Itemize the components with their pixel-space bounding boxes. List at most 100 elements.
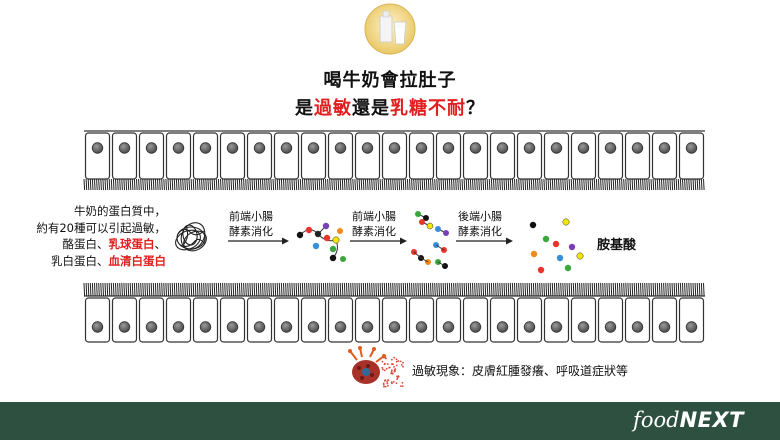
bottom-cell <box>489 297 516 343</box>
step-1-line-1: 前端小腸 <box>229 210 273 223</box>
bottom-nucleus <box>91 321 104 333</box>
bottom-nucleus <box>415 321 428 333</box>
top-nucleus <box>280 142 293 154</box>
top-nucleus <box>334 142 347 154</box>
granule-dot <box>381 360 384 363</box>
granule-dot <box>390 371 393 373</box>
granule-dot <box>397 375 400 378</box>
bottom-microvilli <box>83 282 705 297</box>
bottom-cell <box>516 297 543 343</box>
top-cell <box>273 132 300 180</box>
step-2-label: 前端小腸 酵素消化 <box>352 209 396 239</box>
granule-dot <box>391 372 394 375</box>
top-cell <box>192 132 219 180</box>
top-cell <box>354 132 381 180</box>
top-nucleus <box>145 142 158 154</box>
bottom-nucleus <box>604 321 617 333</box>
top-cell <box>138 132 165 180</box>
bottom-nucleus <box>199 321 212 333</box>
bottom-nucleus <box>361 321 374 333</box>
bottom-cell <box>219 297 246 343</box>
epithelium-bottom <box>83 282 705 343</box>
allergy-symptoms: 過敏現象：皮膚紅腫發癢、呼吸道症狀等 <box>412 364 629 378</box>
top-nucleus <box>631 142 644 154</box>
peptide-chain-long <box>296 222 346 262</box>
top-cell <box>489 132 516 180</box>
bottom-nucleus <box>442 321 455 333</box>
logo-part-food: food <box>633 408 680 432</box>
bottom-cell <box>354 297 381 343</box>
top-cell <box>327 132 354 180</box>
granule-dot <box>383 369 386 372</box>
top-cell <box>516 132 543 180</box>
bottom-nucleus <box>496 321 509 333</box>
amino-acids-free <box>529 218 584 274</box>
granule-dot <box>386 382 389 385</box>
top-cell <box>624 132 651 180</box>
top-nucleus <box>469 142 482 154</box>
top-cell <box>570 132 597 180</box>
bottom-nucleus <box>631 321 644 333</box>
granule-dot <box>399 360 402 363</box>
top-nucleus <box>172 142 185 154</box>
protein-tangle-icon <box>175 222 207 252</box>
bottom-cell <box>543 297 570 343</box>
granule-dot <box>393 366 395 368</box>
milk-protein-note: 牛奶的蛋白質中， 約有20種可以引起過敏， 酪蛋白、乳球蛋白、 乳白蛋白、血清白… <box>6 203 166 269</box>
granule-dot <box>397 360 400 362</box>
granule-dot <box>395 358 398 361</box>
granule-dot <box>386 363 389 365</box>
bottom-nucleus <box>658 321 671 333</box>
bottom-cell <box>381 297 408 343</box>
note-line-3: 酪蛋白、乳球蛋白、 <box>6 236 167 253</box>
amino-acid-label: 胺基酸 <box>597 238 637 253</box>
epithelium-top <box>83 130 705 191</box>
top-cell <box>219 132 246 180</box>
granule-dot <box>395 364 398 367</box>
step-3-label: 後端小腸 酵素消化 <box>458 209 502 239</box>
top-nucleus <box>523 142 536 154</box>
granule-dot <box>395 382 398 384</box>
peptide-fragments <box>411 211 449 269</box>
casein-label: 酪蛋白、 <box>62 237 109 251</box>
granule-dot <box>387 379 389 381</box>
top-nucleus <box>91 142 104 154</box>
bottom-cell <box>327 297 354 343</box>
bottom-nucleus <box>469 321 482 333</box>
serum-albumin-label: 血清白蛋白 <box>108 253 167 268</box>
granule-dot <box>385 367 388 370</box>
granule-dot <box>402 361 404 364</box>
granule-dot <box>381 366 384 369</box>
granule-dot <box>400 385 402 387</box>
top-nucleus <box>550 142 563 154</box>
immune-cell-icon <box>348 346 386 384</box>
top-nucleus <box>496 142 509 154</box>
top-cell <box>651 132 678 180</box>
bottom-nucleus <box>523 321 536 333</box>
granule-dot <box>382 382 385 385</box>
granule-dot <box>394 370 396 372</box>
title-line-2: 是過敏還是乳糖不耐？ <box>0 94 780 120</box>
bottom-nucleus <box>226 321 239 333</box>
top-nucleus <box>253 142 266 154</box>
granule-dot <box>386 381 388 383</box>
step-3-line-1: 後端小腸 <box>458 210 502 223</box>
top-cell <box>462 132 489 180</box>
top-nucleus <box>442 142 455 154</box>
granule-dot <box>391 363 394 365</box>
title-line-1: 喝牛奶會拉肚子 <box>323 70 457 91</box>
granule-dot <box>391 382 393 385</box>
top-cell <box>246 132 273 180</box>
title-seg-or: 還是 <box>352 98 390 119</box>
granule-dot <box>387 384 389 387</box>
bottom-nucleus <box>334 321 347 333</box>
step-3-line-2: 酵素消化 <box>458 225 502 238</box>
granule-dot <box>395 360 398 363</box>
lactalbumin-label: 乳白蛋白、 <box>51 253 109 268</box>
title-seg-q: ？ <box>466 98 485 119</box>
bottom-nucleus <box>685 321 698 333</box>
top-nucleus <box>577 142 590 154</box>
bottom-nucleus <box>550 321 563 333</box>
granule-dot <box>383 385 385 388</box>
